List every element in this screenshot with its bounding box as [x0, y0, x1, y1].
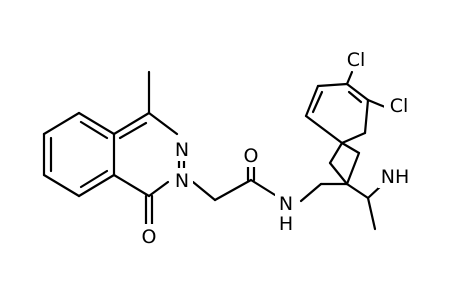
bond: [42, 111, 81, 136]
bond: [345, 151, 361, 186]
bond: [316, 82, 349, 88]
bond: [345, 182, 370, 200]
bond: [345, 82, 370, 102]
bond: [79, 169, 109, 189]
bond: [77, 111, 116, 136]
bond: [304, 84, 320, 118]
bond: [345, 70, 354, 86]
ring-nitrogen-lower-label: N: [175, 170, 189, 192]
bond: [340, 141, 361, 155]
chlorine-upper-label: Cl: [347, 49, 366, 71]
amide-hydrogen-label: H: [279, 213, 293, 235]
indole-nitrogen-label: NH: [381, 166, 410, 188]
bond-lines: [42, 70, 387, 231]
atom-label-background: [275, 191, 297, 235]
bond: [118, 121, 148, 140]
bond: [328, 141, 344, 165]
bond: [77, 173, 116, 198]
bond: [304, 114, 344, 145]
atom-label-background: [171, 168, 193, 192]
atom-label-background: [378, 164, 412, 188]
bond: [347, 90, 363, 104]
bond: [328, 161, 349, 186]
amide-oxygen-label: O: [244, 145, 259, 167]
bond: [79, 120, 109, 140]
bond: [147, 180, 170, 198]
chlorine-lower-label: Cl: [390, 95, 409, 117]
bond: [340, 131, 367, 145]
bond: [363, 98, 370, 135]
bond: [366, 98, 387, 109]
atom-label-background: [171, 137, 193, 161]
atom-labels: N N O O N H NH Cl Cl: [136, 47, 414, 248]
bond: [299, 182, 323, 203]
bond: [112, 111, 151, 136]
atom-label-background: [384, 93, 414, 117]
bond: [147, 111, 179, 136]
ring-nitrogen-upper-label: N: [175, 139, 189, 161]
atom-label-background: [239, 143, 263, 167]
lactam-oxygen-label: O: [142, 226, 157, 248]
amide-nitrogen-label: N: [279, 193, 293, 215]
bond: [213, 178, 253, 202]
bond: [366, 196, 377, 231]
bond: [112, 173, 151, 198]
bond: [249, 178, 277, 197]
atom-label-background: [341, 47, 371, 71]
bond: [42, 173, 81, 198]
bond: [191, 180, 217, 202]
atom-label-background: [136, 224, 160, 248]
bond: [311, 90, 324, 114]
